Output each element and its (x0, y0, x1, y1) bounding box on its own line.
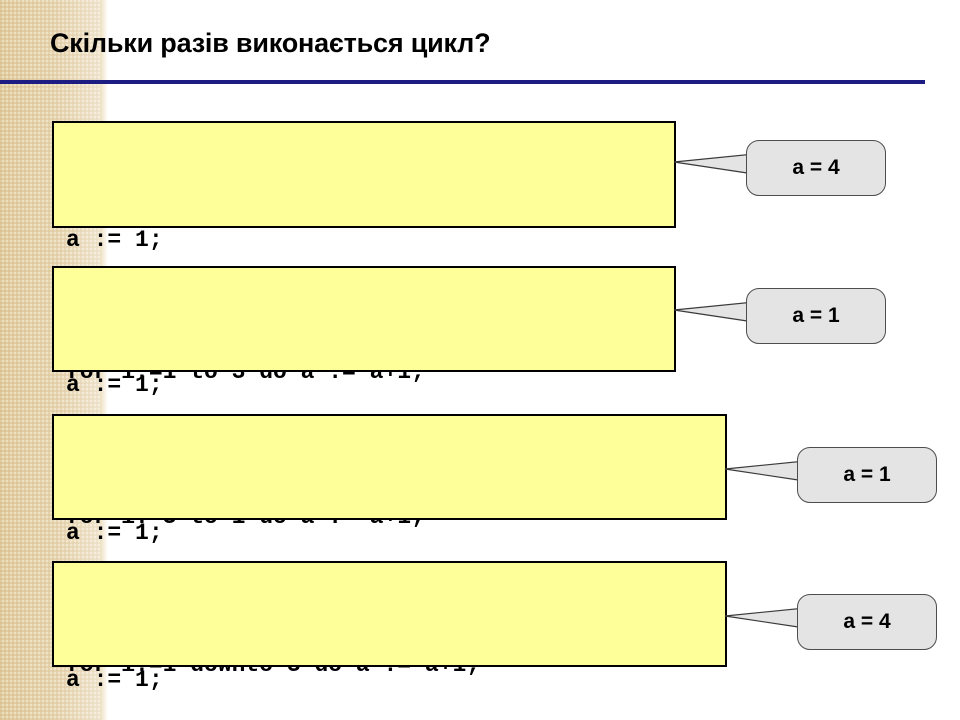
callout-2: a = 1 (672, 288, 887, 348)
code-line: a := 1; (66, 667, 163, 693)
code-line: a := 1; (66, 227, 163, 253)
title-underline-rule (0, 80, 925, 84)
code-line: a := 1; (66, 520, 163, 546)
callout-label: a = 4 (792, 156, 840, 179)
code-block-1: a := 1; for i:=1 to 3 do a := a+1; (52, 121, 676, 385)
callout-label: a = 1 (792, 304, 840, 327)
callout-label: a = 4 (843, 610, 891, 633)
callout-bubble: a = 1 (746, 288, 886, 344)
callout-bubble: a = 4 (797, 594, 937, 650)
code-block-2: a := 1; for i:=3 to 1 do a := a+1; (52, 266, 676, 530)
code-block-4: a := 1; for i:=3 downto 1 do a := a+1; (52, 561, 727, 693)
callout-bubble: a = 4 (746, 140, 886, 196)
callout-label: a = 1 (843, 463, 891, 486)
callout-4: a = 4 (723, 594, 938, 654)
callout-1: a = 4 (672, 140, 887, 200)
code-block-3: a := 1; for i:=1 downto 3 do a := a+1; (52, 414, 727, 678)
callout-bubble: a = 1 (797, 447, 937, 503)
callout-3: a = 1 (723, 447, 938, 507)
code-line: a := 1; (66, 372, 163, 398)
page-title: Скільки разів виконається цикл? (50, 28, 491, 58)
